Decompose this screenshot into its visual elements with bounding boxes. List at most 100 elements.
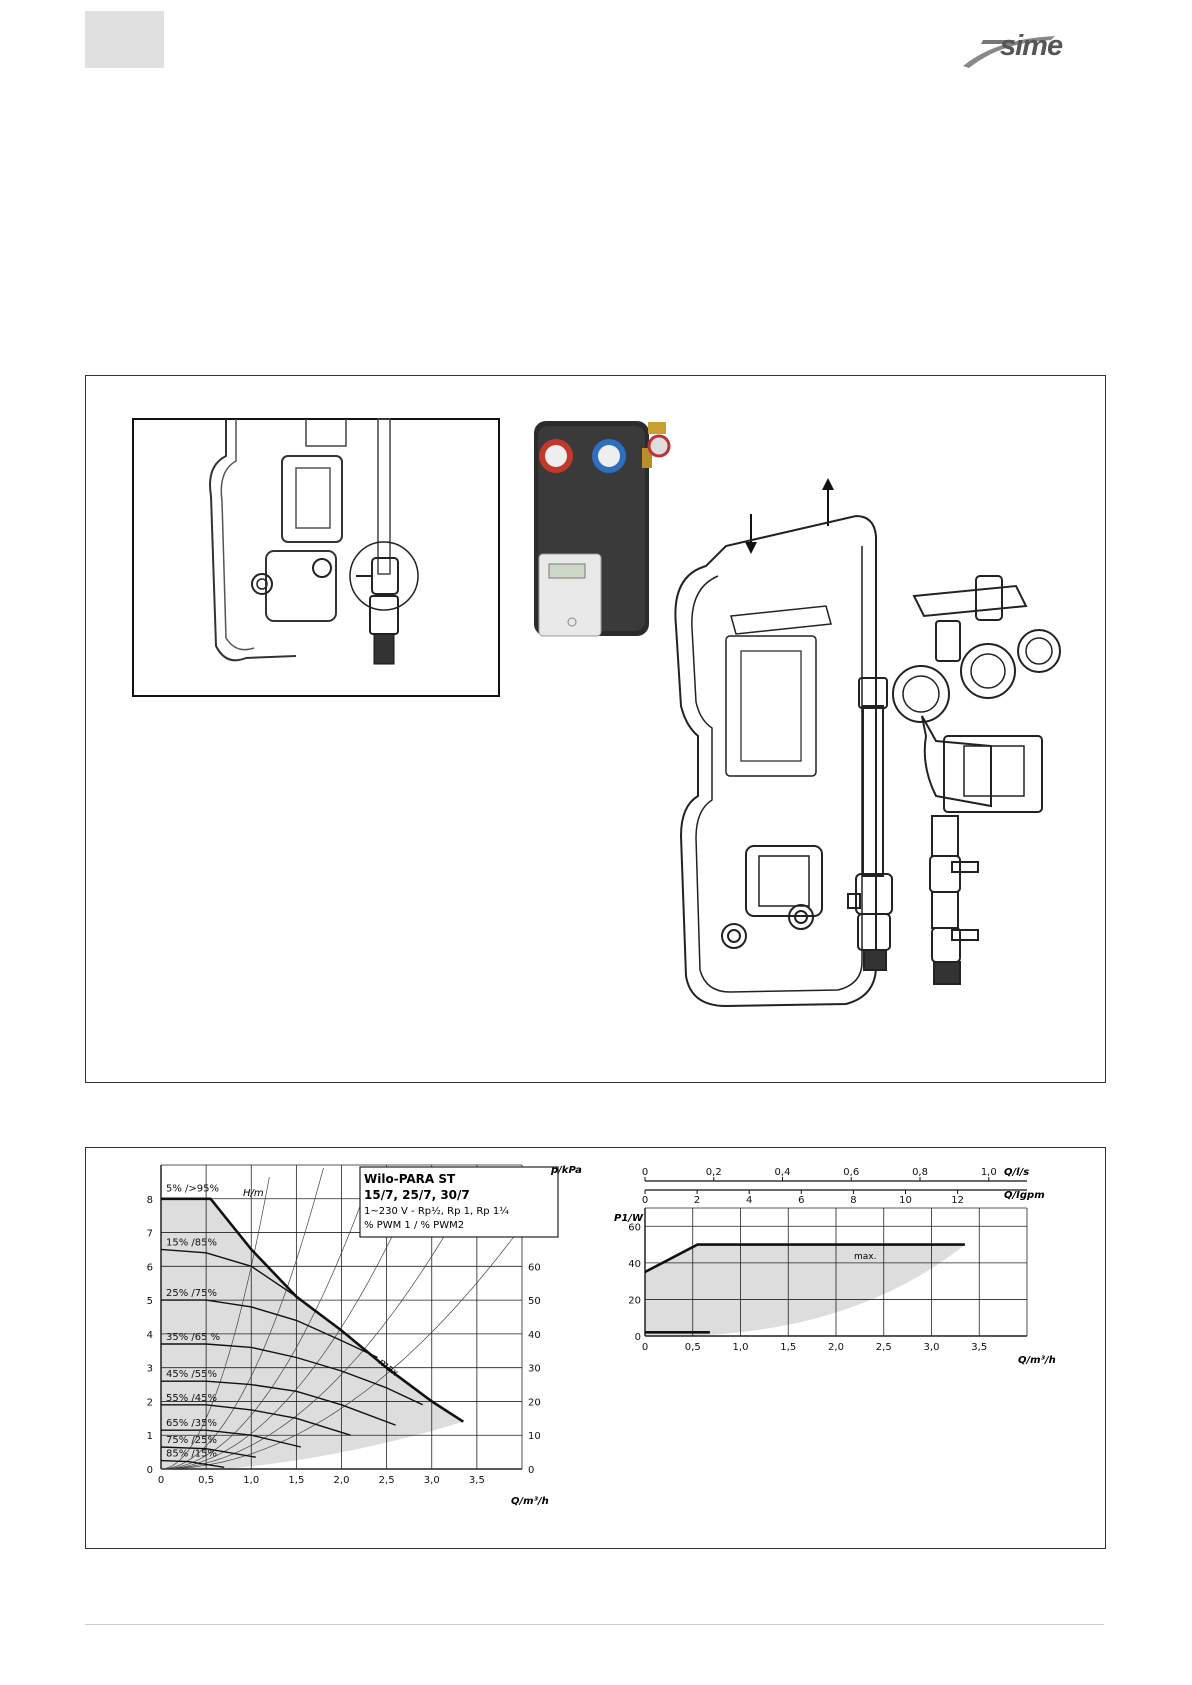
top-axis-igpm-tick-label: 0 bbox=[642, 1195, 648, 1206]
y-right-tick-label: 50 bbox=[528, 1296, 541, 1307]
power-chart-top-axis-igpm: 0 2 4 6 8 10 12 bbox=[642, 1189, 1027, 1206]
curve-label: 35% /65 % bbox=[166, 1332, 220, 1343]
x-axis-label: Q/m³/h bbox=[511, 1496, 549, 1507]
power-chart-curves bbox=[644, 1243, 965, 1334]
pump-curve-6 bbox=[161, 1429, 302, 1448]
power-x-tick-label: 3,5 bbox=[971, 1342, 987, 1353]
pump-curve-2 bbox=[161, 1299, 378, 1359]
curve-label: 75% /25% bbox=[166, 1435, 217, 1446]
power-y-tick-label: 20 bbox=[628, 1295, 641, 1306]
curve-label: 15% /85% bbox=[166, 1237, 217, 1248]
top-axis-ls-tick-label: 0,6 bbox=[843, 1167, 859, 1178]
y-left-tick-label: 5 bbox=[147, 1296, 153, 1307]
y-left-tick-label: 1 bbox=[147, 1431, 153, 1442]
power-chart-y-ticks: 0 20 40 60 bbox=[628, 1222, 641, 1343]
y-right-tick-label: 20 bbox=[528, 1397, 541, 1408]
chart-title-line2: 15/7, 25/7, 30/7 bbox=[364, 1188, 470, 1202]
x-tick-label: 0,5 bbox=[198, 1475, 214, 1486]
system-curve bbox=[160, 1170, 424, 1470]
head-chart-curve-labels: 5% />95% 15% /85% 25% /75% 35% /65 % 45% /55… bbox=[166, 1183, 220, 1460]
power-max-label: max. bbox=[854, 1252, 876, 1262]
installation-figure bbox=[85, 375, 1106, 1083]
power-x-tick-label: 1,0 bbox=[733, 1342, 749, 1353]
top-axis-igpm-tick-label: 12 bbox=[951, 1195, 964, 1206]
y-left-tick-label: 0 bbox=[147, 1465, 153, 1476]
chart-title-line1: Wilo-PARA ST bbox=[364, 1172, 456, 1186]
system-curve bbox=[161, 1225, 523, 1470]
pump-curve-5 bbox=[161, 1404, 351, 1436]
system-curve bbox=[160, 1170, 482, 1470]
power-x-axis-label: Q/m³/h bbox=[1018, 1355, 1056, 1366]
power-x-tick-label: 1,5 bbox=[780, 1342, 796, 1353]
insulated-pump-unit-photo bbox=[534, 421, 671, 637]
y-right-tick-label: 30 bbox=[528, 1364, 541, 1375]
top-axis-igpm-tick-label: 8 bbox=[850, 1195, 856, 1206]
pump-curve-7 bbox=[160, 1446, 256, 1458]
y-left-tick-label: 6 bbox=[147, 1262, 153, 1273]
curve-label: 25% /75% bbox=[166, 1288, 217, 1299]
x-tick-label: 1,5 bbox=[288, 1475, 304, 1486]
top-axis-igpm-tick-label: 10 bbox=[899, 1195, 912, 1206]
curve-label: 65% /35% bbox=[166, 1418, 217, 1429]
curve-label: 85% /15% bbox=[166, 1449, 217, 1460]
sime-logo-swoosh bbox=[963, 36, 1055, 68]
power-y-tick-label: 0 bbox=[635, 1332, 641, 1343]
y-right-tick-label: 40 bbox=[528, 1330, 541, 1341]
power-y-tick-label: 40 bbox=[628, 1259, 641, 1270]
power-y-axis-label: P1/W bbox=[614, 1213, 644, 1224]
exploded-pump-group-drawing bbox=[674, 514, 1061, 1008]
head-chart-curves bbox=[160, 1197, 465, 1468]
power-x-tick-label: 0 bbox=[642, 1342, 648, 1353]
power-curve-0 bbox=[644, 1243, 965, 1274]
y-right-tick-label: 10 bbox=[528, 1431, 541, 1442]
system-curve bbox=[160, 1167, 324, 1470]
power-chart-grid bbox=[644, 1207, 1028, 1337]
power-y-tick-label: 60 bbox=[628, 1222, 641, 1233]
x-tick-label: 1,0 bbox=[243, 1475, 259, 1486]
chart-title-line4: % PWM 1 / % PWM2 bbox=[364, 1220, 464, 1231]
top-axis-igpm-tick-label: 2 bbox=[694, 1195, 700, 1206]
top-axis-igpm-tick-label: 6 bbox=[798, 1195, 804, 1206]
chart-title-line3: 1~230 V - Rp½, Rp 1, Rp 1¼ bbox=[364, 1205, 509, 1217]
top-axis-igpm-label: Q/Igpm bbox=[1004, 1190, 1045, 1201]
y-right-tick-label: 60 bbox=[528, 1262, 541, 1273]
system-curve bbox=[160, 1170, 374, 1470]
legend-box bbox=[359, 1166, 559, 1238]
top-axis-ls-tick-label: 0,8 bbox=[912, 1167, 928, 1178]
pump-curve-8 bbox=[160, 1459, 225, 1468]
section-tab-marker bbox=[85, 11, 164, 68]
pump-curve-1 bbox=[160, 1248, 297, 1298]
power-area-fill bbox=[645, 1244, 965, 1336]
pump-curve-3 bbox=[161, 1343, 423, 1406]
y-left-tick-label: 3 bbox=[147, 1364, 153, 1375]
power-x-tick-label: 2,0 bbox=[828, 1342, 844, 1353]
y-left-axis-label: H/m bbox=[243, 1188, 264, 1199]
pump-curve-4 bbox=[161, 1380, 396, 1426]
top-axis-ls-tick-label: 1,0 bbox=[981, 1167, 997, 1178]
curve-label: 45% /55% bbox=[166, 1369, 217, 1380]
x-tick-label: 3,0 bbox=[424, 1475, 440, 1486]
curve-label: 5% />95% bbox=[166, 1183, 219, 1194]
y-left-tick-label: 7 bbox=[147, 1229, 153, 1240]
detail-inset bbox=[132, 418, 500, 697]
x-tick-label: 3,5 bbox=[469, 1475, 485, 1486]
top-axis-igpm-tick-label: 4 bbox=[746, 1195, 752, 1206]
pump-group-illustration bbox=[132, 418, 1061, 1008]
footer-rule bbox=[85, 1624, 1104, 1625]
top-axis-ls-tick-label: 0,2 bbox=[706, 1167, 722, 1178]
y-right-axis-label: p/kPa bbox=[550, 1165, 582, 1176]
x-tick-label: 2,5 bbox=[379, 1475, 395, 1486]
top-axis-ls-tick-label: 0 bbox=[642, 1167, 648, 1178]
top-axis-ls-label: Q/l/s bbox=[1004, 1167, 1029, 1178]
pump-curve-0 bbox=[161, 1197, 465, 1423]
x-tick-label: 0 bbox=[158, 1475, 164, 1486]
y-left-tick-label: 8 bbox=[147, 1195, 153, 1206]
y-left-tick-label: 2 bbox=[147, 1397, 153, 1408]
